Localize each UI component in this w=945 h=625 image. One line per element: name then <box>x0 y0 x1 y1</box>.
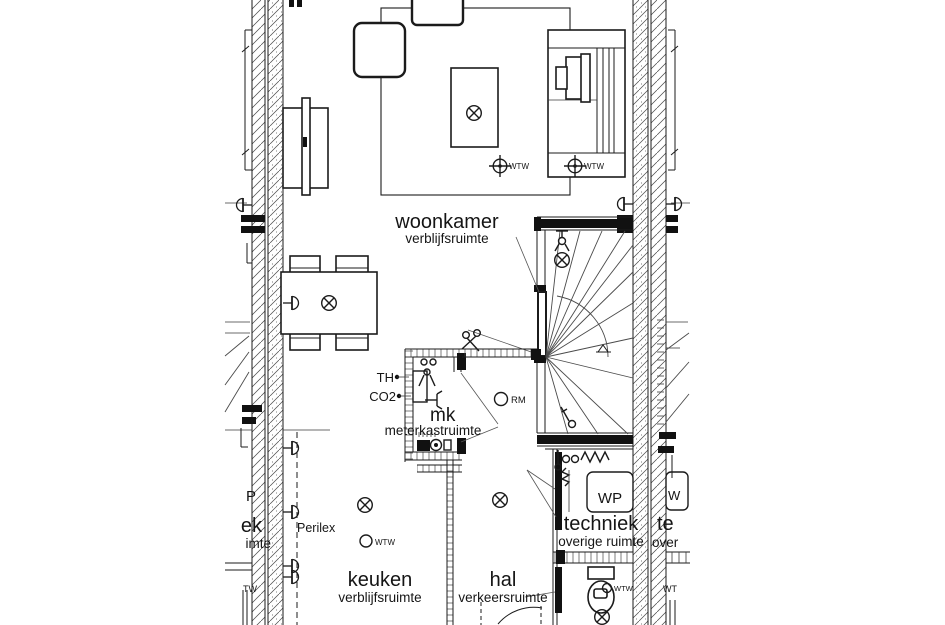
spring-icon <box>560 467 571 487</box>
dimension-bracket-right <box>668 29 679 171</box>
socket-icon <box>616 196 634 212</box>
room-sublabel-keuken: verblijfsruimte <box>338 590 421 605</box>
sofa <box>547 29 626 178</box>
neighbor-wtw-label: TW <box>243 584 257 594</box>
neighbor-left-partial: P ek imte TW <box>224 243 271 625</box>
neighbor-techniek-label: te <box>657 513 674 535</box>
scissors-switch-icon <box>461 329 482 352</box>
room-label-hal: hal <box>490 569 517 591</box>
socket-icon <box>282 569 300 585</box>
toilet-top-wall <box>553 550 633 564</box>
front-door-swing <box>497 606 543 625</box>
dimension-bracket-left <box>241 29 252 171</box>
dining-set <box>280 255 378 351</box>
wp-unit <box>586 471 634 513</box>
room-label-keuken: keuken <box>348 569 413 591</box>
neighbor-wp-label: P <box>246 488 256 505</box>
neighbor-right-partial: W te over WT <box>652 319 690 625</box>
socket-icon <box>282 558 300 574</box>
door-woonkamer-leaf <box>537 291 547 357</box>
hall-top-wall <box>462 348 541 360</box>
wtw-extract-keuken: WTW <box>359 534 395 548</box>
room-label-techniek: techniek <box>564 513 639 535</box>
co2-annotation: CO2 <box>369 389 411 404</box>
meter-symbols <box>412 358 443 410</box>
door-mk-swing <box>460 372 499 443</box>
th-annotation: TH <box>377 370 409 385</box>
wtw-label: WTW <box>375 538 395 547</box>
room-sublabel-mk: meterkastruimte <box>385 423 482 438</box>
wtw-label: WTW <box>614 584 634 593</box>
toilet-cistern <box>587 566 615 580</box>
front-door <box>480 602 543 625</box>
wtw-extract-icon <box>601 582 613 594</box>
wtw-label: WTW <box>584 162 604 171</box>
side-table <box>410 0 465 27</box>
pendant-light-icon <box>554 230 570 252</box>
door-toilet-leaf <box>555 567 562 613</box>
mv-unit-icon <box>417 432 452 452</box>
party-wall-left <box>251 0 284 625</box>
dining-chair <box>289 255 321 274</box>
th-label: TH <box>377 370 394 385</box>
room-label-woonkamer: woonkamer <box>394 211 499 233</box>
perilex-socket-icon <box>282 504 300 520</box>
neighbor-techniek-label: ek <box>241 515 263 537</box>
ceiling-light-icon <box>357 497 373 513</box>
ceiling-light-icon <box>492 492 508 508</box>
flex-duct-icon <box>580 450 610 464</box>
wtw-label: WTW <box>509 162 529 171</box>
dining-chair <box>289 332 321 351</box>
neighbor-overige-label: over <box>652 535 679 550</box>
sideboard <box>282 97 329 196</box>
room-sublabel-hal: verkeersruimte <box>458 590 547 605</box>
co2-label: CO2 <box>369 389 396 404</box>
wp-label: WP <box>598 490 622 507</box>
dining-chair <box>335 255 369 274</box>
coffee-table <box>450 67 499 148</box>
room-label-mk: mk <box>430 405 456 426</box>
meter-cabinet <box>404 348 499 473</box>
smoke-detector: RM <box>493 391 526 407</box>
socket-icon <box>282 440 300 456</box>
rm-label: RM <box>511 395 526 406</box>
party-wall-right <box>632 0 667 625</box>
socket-icon <box>665 196 683 212</box>
room-sublabel-woonkamer: verblijfsruimte <box>405 231 488 246</box>
switch-icon <box>560 406 577 429</box>
neighbor-wp-label: W <box>668 488 681 503</box>
room-sublabel-techniek: overige ruimte <box>558 534 644 549</box>
perilex-label: Perilex <box>297 521 336 535</box>
toilet: WTW <box>587 566 634 614</box>
neighbor-ruimte-label: imte <box>245 536 271 551</box>
neighbor-wtw-label: WT <box>663 584 677 594</box>
hall-techniek-wall <box>524 449 562 625</box>
staircase <box>545 230 634 435</box>
kitchen-hall-wall <box>446 460 454 625</box>
fuse-box <box>412 370 428 403</box>
armchair <box>352 21 407 79</box>
socket-icon <box>235 197 253 213</box>
stair-direction-arrow-icon <box>596 344 611 353</box>
techniek-installation: WP <box>554 450 634 513</box>
dining-chair <box>335 332 369 351</box>
door-techniek-leaf <box>555 452 562 530</box>
